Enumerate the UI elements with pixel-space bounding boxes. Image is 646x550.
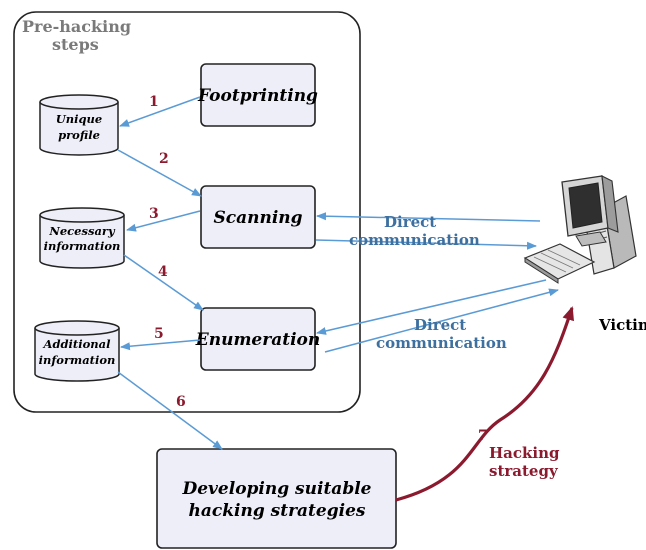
comm-arrow-scanning-to-victim	[315, 239, 537, 250]
strategy-node: Developing suitable hacking strategies	[156, 448, 397, 549]
arrow-step-1	[119, 96, 201, 127]
scanning-node: Scanning	[200, 185, 316, 249]
hacking-strategy-line2: strategy	[489, 462, 559, 480]
unique-profile-store: Unique profile	[39, 94, 119, 156]
comm-arrow-enumeration-to-victim	[324, 288, 559, 353]
step-number-2: 2	[159, 151, 169, 167]
container-title-line1: Pre-hacking	[22, 17, 131, 36]
strategy-label-line2: hacking strategies	[189, 501, 366, 521]
step-number-5: 5	[154, 326, 164, 342]
arrow-step-3	[126, 210, 201, 232]
comm-arrow-victim-to-enumeration	[316, 279, 547, 335]
arrow-step-5	[120, 339, 201, 351]
step-number-4: 4	[158, 264, 168, 280]
necessary-information-line2: information	[44, 239, 121, 253]
scanning-comm-line2: communication	[349, 231, 480, 249]
victim-computer-icon	[523, 175, 637, 284]
scanning-label: Scanning	[213, 208, 302, 228]
additional-information-store: Additional information	[34, 320, 120, 382]
additional-information-line2: information	[39, 353, 116, 367]
scanning-comm-line1: Direct	[384, 213, 436, 231]
hacking-strategy-line1: Hacking	[489, 444, 560, 462]
comm-arrow-victim-to-scanning	[316, 212, 541, 222]
victim-label: Victim	[598, 316, 646, 334]
arrow-step-2	[117, 149, 202, 197]
step-number-6: 6	[176, 394, 186, 410]
arrow-step-6	[117, 371, 223, 450]
necessary-information-line1: Necessary	[48, 224, 116, 238]
necessary-information-store: Necessary information	[39, 207, 125, 269]
container-title-line2: steps	[52, 35, 99, 54]
strategy-label-line1: Developing suitable	[182, 479, 372, 499]
hacking-strategy-arrow	[395, 306, 574, 502]
enumeration-comm-line2: communication	[376, 334, 507, 352]
step-number-1: 1	[149, 94, 159, 110]
arrow-step-4	[123, 254, 204, 311]
footprinting-label: Footprinting	[197, 86, 318, 106]
unique-profile-line2: profile	[58, 128, 100, 142]
enumeration-comm-line1: Direct	[414, 316, 466, 334]
step-number-3: 3	[149, 206, 159, 222]
additional-information-line1: Additional	[43, 337, 112, 351]
enumeration-label: Enumeration	[195, 330, 320, 350]
footprinting-node: Footprinting	[197, 63, 318, 127]
unique-profile-line1: Unique	[56, 112, 102, 126]
enumeration-node: Enumeration	[195, 307, 320, 371]
